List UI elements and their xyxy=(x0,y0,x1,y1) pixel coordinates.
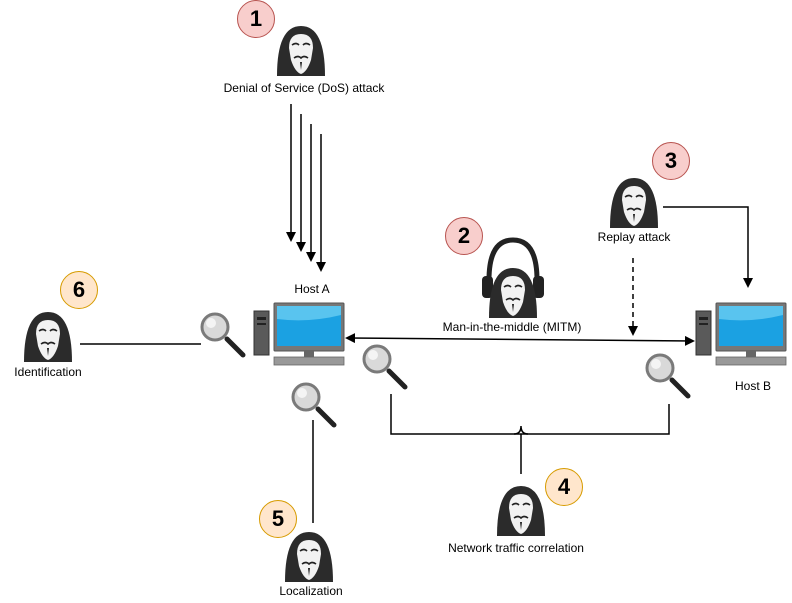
attacker-identification-icon xyxy=(23,311,73,363)
correlation-label: Network traffic correlation xyxy=(448,541,584,555)
host-b-label: Host B xyxy=(734,379,772,393)
host-b-computer-icon xyxy=(695,302,787,366)
magnifying-glass-icon xyxy=(364,346,405,387)
badge-1: 1 xyxy=(237,0,275,38)
attacker-replay-icon xyxy=(609,177,659,229)
attacker-localization-icon xyxy=(284,531,334,583)
localization-label: Localization xyxy=(279,584,343,598)
headphones-icon xyxy=(482,237,544,298)
badge-6: 6 xyxy=(60,271,98,309)
magnifying-glass-icon xyxy=(647,355,688,396)
badge-2: 2 xyxy=(445,217,483,255)
host-a-label: Host A xyxy=(294,282,330,296)
badge-3: 3 xyxy=(652,142,690,180)
magnifying-glass-icon xyxy=(293,384,334,425)
correlation-bracket xyxy=(390,394,670,435)
magnifying-glass-icon xyxy=(202,314,243,355)
attacker-correlation-icon xyxy=(496,485,546,537)
mitm-arrow xyxy=(345,333,695,346)
attacker-dos-icon xyxy=(276,25,326,77)
mitm-label: Man-in-the-middle (MITM) xyxy=(442,320,582,334)
badge-5: 5 xyxy=(259,500,297,538)
dos-label: Denial of Service (DoS) attack xyxy=(223,81,385,95)
badge-4: 4 xyxy=(545,468,583,506)
host-a-computer-icon xyxy=(253,302,345,366)
replay-label: Replay attack xyxy=(597,230,671,244)
replay-arrow xyxy=(663,206,753,288)
identification-label: Identification xyxy=(14,365,82,379)
attacker-mitm-icon xyxy=(488,267,538,319)
